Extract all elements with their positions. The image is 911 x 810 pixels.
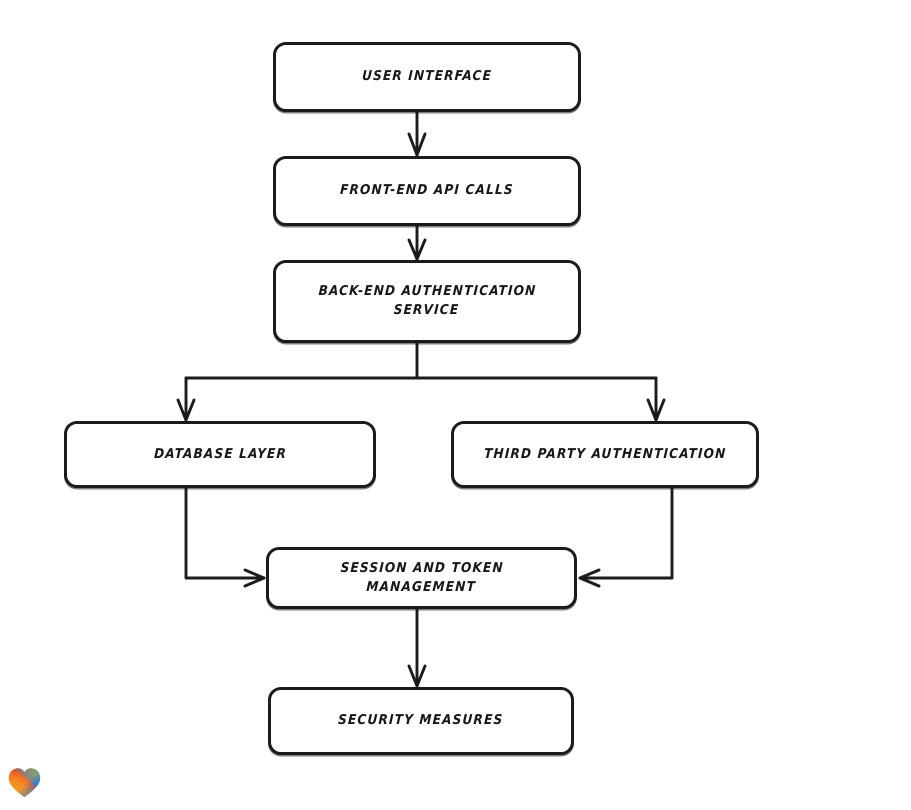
- node-backend-authentication-service[interactable]: BACK-END AUTHENTICATION SERVICE: [273, 260, 581, 343]
- edge-backend-auth-to-database-layer: [176, 376, 196, 422]
- edge-backend-auth-to-third-party-auth: [646, 376, 666, 422]
- node-security-measures[interactable]: SECURITY MEASURES: [268, 687, 574, 755]
- edge-backend-auth-split-trunk: [184, 341, 658, 380]
- node-database-layer[interactable]: DATABASE LAYER: [64, 421, 376, 488]
- node-session-and-token-management[interactable]: SESSION AND TOKEN MANAGEMENT: [266, 547, 577, 609]
- edge-database-layer-to-session-token: [184, 486, 266, 588]
- node-user-interface-label: USER INTERFACE: [361, 68, 493, 85]
- heart-icon: [8, 768, 41, 798]
- node-database-layer-label: DATABASE LAYER: [153, 445, 287, 462]
- node-third-party-authentication-label: THIRD PARTY AUTHENTICATION: [483, 445, 727, 462]
- node-user-interface[interactable]: USER INTERFACE: [273, 42, 581, 112]
- edge-third-party-auth-to-session-token: [578, 486, 674, 588]
- node-frontend-api-calls[interactable]: FRONT-END API CALLS: [273, 156, 581, 226]
- node-backend-authentication-service-label: BACK-END AUTHENTICATION SERVICE: [318, 283, 537, 319]
- node-frontend-api-calls-label: FRONT-END API CALLS: [339, 182, 515, 199]
- node-security-measures-label: SECURITY MEASURES: [337, 712, 505, 729]
- node-session-and-token-management-label: SESSION AND TOKEN MANAGEMENT: [340, 559, 505, 595]
- node-third-party-authentication[interactable]: THIRD PARTY AUTHENTICATION: [451, 421, 759, 488]
- edge-frontend-api-to-backend-auth: [407, 224, 427, 261]
- edge-session-token-to-security-measures: [407, 607, 427, 688]
- edge-user-interface-to-frontend-api: [407, 110, 427, 157]
